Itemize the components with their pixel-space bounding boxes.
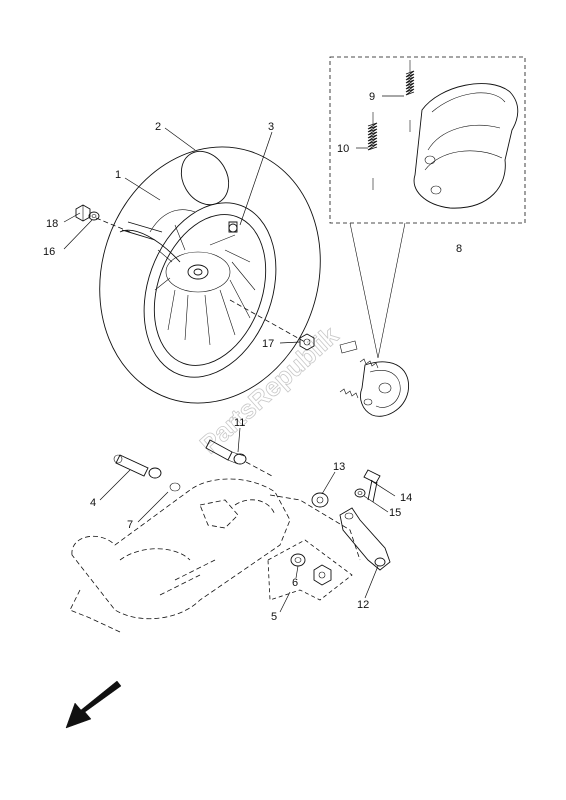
part-label-14: 14 xyxy=(400,492,412,504)
axle-nut xyxy=(75,204,91,222)
nut-set-box xyxy=(267,539,353,601)
lever-washer xyxy=(354,488,366,498)
brake-shoe-small-tab xyxy=(339,340,358,354)
part-label-11: 11 xyxy=(234,417,245,429)
axle-washer xyxy=(88,211,100,221)
camshaft-centerline xyxy=(245,461,273,477)
part-label-1: 1 xyxy=(115,169,121,181)
part-label-2: 2 xyxy=(155,121,161,133)
part-label-6: 6 xyxy=(292,577,298,589)
spring-upper xyxy=(405,60,415,132)
callout-lines xyxy=(63,95,404,613)
axle-centerline xyxy=(229,299,306,343)
spring-small-upper xyxy=(359,358,379,369)
axle-centerline-left xyxy=(95,217,131,233)
spring-lower xyxy=(367,112,378,190)
part-label-7: 7 xyxy=(127,519,133,531)
part-label-8: 8 xyxy=(456,243,462,255)
tire xyxy=(99,146,321,404)
nut-set xyxy=(313,564,332,586)
part-label-3: 3 xyxy=(268,121,274,133)
crankcase-outline xyxy=(69,478,361,633)
valve xyxy=(228,221,238,233)
brake-shoe-small xyxy=(360,361,410,417)
brake-shoe-large xyxy=(413,83,519,209)
front-direction-arrow-icon xyxy=(65,680,122,729)
part-label-17: 17 xyxy=(262,338,274,350)
brake-shoe-detail-box xyxy=(329,56,526,224)
brake-lever xyxy=(339,507,391,571)
brake-camshaft xyxy=(205,439,247,465)
camshaft-washer xyxy=(311,492,329,508)
part-label-16: 16 xyxy=(43,246,55,258)
pivot-shaft xyxy=(113,454,162,479)
hub-nut xyxy=(299,333,315,351)
part-label-10: 10 xyxy=(337,143,349,155)
part-label-9: 9 xyxy=(369,91,375,103)
wheel-rim xyxy=(121,202,277,378)
lever-bolt xyxy=(363,469,381,503)
detail-callout-lines xyxy=(349,222,406,359)
spring-small-lower xyxy=(339,388,359,399)
part-label-18: 18 xyxy=(46,218,58,230)
part-label-13: 13 xyxy=(333,461,345,473)
part-label-4: 4 xyxy=(90,497,96,509)
part-label-12: 12 xyxy=(357,599,369,611)
part-label-15: 15 xyxy=(389,507,401,519)
pivot-washer xyxy=(169,482,181,492)
part-label-5: 5 xyxy=(271,611,277,623)
washer-6 xyxy=(290,553,306,567)
